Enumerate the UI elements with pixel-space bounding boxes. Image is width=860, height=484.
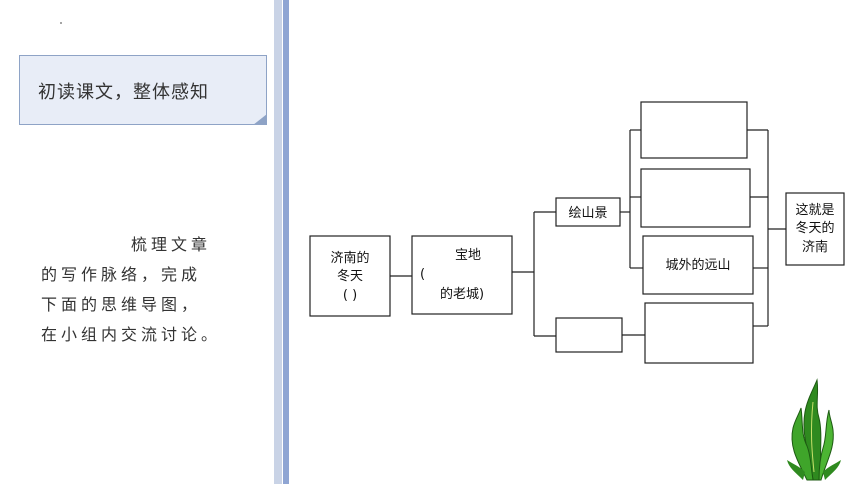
section-title: 初读课文，整体感知 xyxy=(38,82,209,103)
mindmap-conclusion-line3: 济南 xyxy=(802,239,828,255)
mindmap-conclusion-line1: 这就是 xyxy=(795,202,834,218)
decorative-dot xyxy=(60,22,62,24)
mindmap-branch-lower-box xyxy=(555,317,623,353)
instruction-line: 在小组内交流讨论。 xyxy=(41,325,222,344)
mindmap-distant-mountains-label: 城外的远山 xyxy=(665,257,730,273)
mindmap-second-line3: 的老城) xyxy=(440,286,484,302)
section-title-card: 初读课文，整体感知 xyxy=(19,55,267,125)
divider-bar-dark xyxy=(283,0,289,484)
instruction-text: 梳理文章 的写作脉络，完成 下面的思维导图， 在小组内交流讨论。 xyxy=(41,230,249,350)
instruction-line: 的写作脉络，完成 xyxy=(41,265,202,284)
mindmap-second-line1: 宝地 xyxy=(455,248,481,263)
mindmap-conclusion-box xyxy=(785,192,845,266)
mindmap-branch-upper-label: 绘山景 xyxy=(568,206,607,221)
card-corner-fold xyxy=(253,114,267,125)
instruction-line: 梳理文章 xyxy=(131,235,212,254)
mindmap-root-line2: 冬天 xyxy=(337,268,363,284)
instruction-line: 下面的思维导图， xyxy=(41,295,202,314)
mindmap-blank-box-2 xyxy=(640,168,751,228)
mindmap-conclusion-line2: 冬天的 xyxy=(795,220,834,236)
mindmap-distant-mountains-box xyxy=(642,235,754,295)
divider-bar-light xyxy=(274,0,282,484)
mindmap-branch-upper-box xyxy=(555,197,621,227)
mindmap-root-line3: ( ) xyxy=(343,288,357,303)
mindmap-blank-box-3 xyxy=(644,302,754,364)
seaweed-plant-icon xyxy=(787,378,841,481)
mindmap-second-line2: ( xyxy=(420,267,425,282)
mindmap-blank-box-1 xyxy=(640,101,748,159)
mindmap-root-line1: 济南的 xyxy=(330,250,369,266)
mindmap-second-box xyxy=(411,235,513,315)
